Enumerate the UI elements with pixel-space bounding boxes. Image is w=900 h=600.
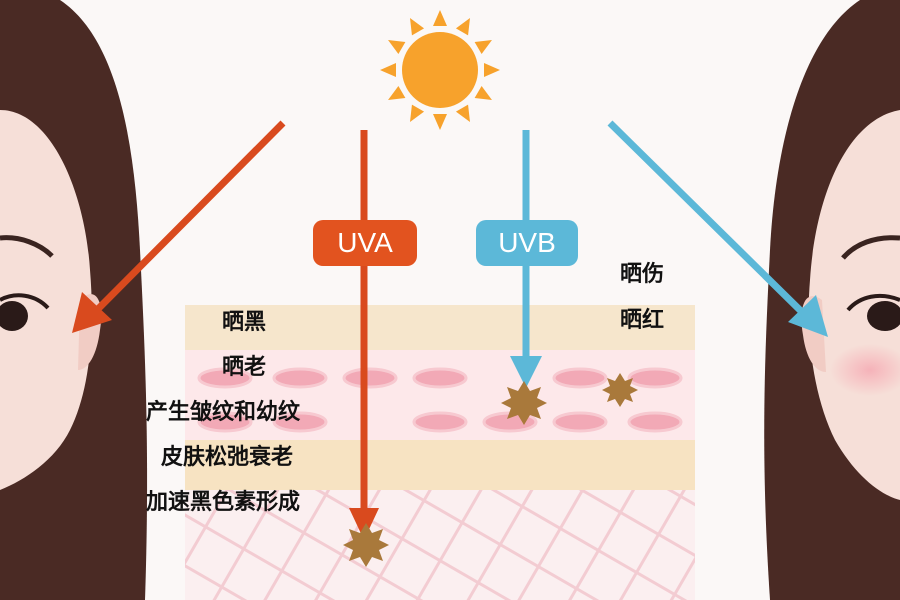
uvb-effect-label: 晒红 [620, 308, 665, 333]
uva-arrows [72, 120, 379, 540]
dermis-mesh [185, 490, 695, 600]
left-face-skin [0, 110, 92, 490]
damage-spots [343, 373, 638, 567]
right-face [764, 0, 900, 600]
left-eyelash [0, 293, 50, 310]
uva-vertical-arrowhead-icon [349, 508, 379, 540]
right-cheek-blush [830, 344, 900, 396]
left-eyebrow [0, 235, 54, 258]
right-eyebrow [841, 235, 900, 260]
epidermis-top-layer [185, 305, 695, 350]
small-damage-spot-icon [602, 373, 638, 407]
uva-effect-label: 加速黑色素形成 [146, 490, 301, 515]
uva-effect-label: 晒黑 [222, 310, 267, 335]
uvb-vertical-arrowhead-icon [510, 356, 542, 388]
uva-badge: UVA [313, 220, 417, 266]
uvb-effect-label: 晒伤 [620, 262, 665, 287]
uvb-damage-spot-icon [501, 381, 547, 425]
uva-diagonal-arrow [92, 120, 286, 315]
uva-damage-spot-icon [343, 523, 389, 567]
sun-icon [380, 10, 500, 130]
right-eyelash [846, 293, 900, 312]
skin-cells [197, 367, 683, 433]
uvb-badge: UVB [476, 220, 578, 266]
uvb-diagonal-arrow [607, 120, 808, 318]
uva-effect-label: 产生皱纹和幼纹 [146, 400, 301, 425]
uva-diagonal-arrowhead-icon [72, 292, 112, 333]
uva-effect-label: 皮肤松弛衰老 [161, 445, 294, 470]
basal-layer [185, 440, 695, 490]
uva-effect-label: 晒老 [222, 355, 267, 380]
right-eye-icon [867, 301, 900, 331]
left-eye-icon [0, 301, 28, 331]
left-face [0, 0, 148, 600]
uvb-diagonal-arrowhead-icon [788, 295, 828, 337]
